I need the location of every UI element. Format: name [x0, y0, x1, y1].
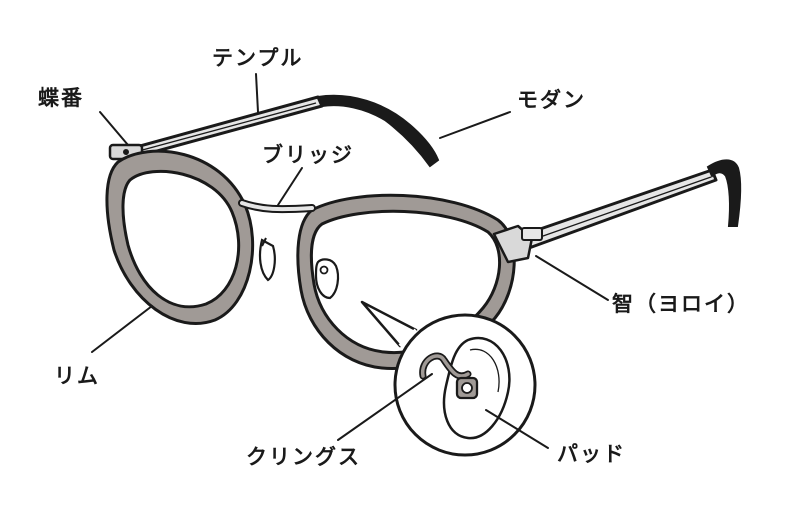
leader-temple	[255, 73, 259, 113]
bridge	[238, 199, 316, 214]
label-clings: クリングス	[246, 445, 361, 469]
back-nose-pad	[258, 237, 276, 282]
leader-yoroi	[535, 255, 609, 301]
front-temple	[512, 168, 718, 254]
leader-bridge	[277, 167, 303, 206]
leader-rim	[91, 305, 153, 353]
leader-lines	[91, 73, 609, 449]
label-bridge: ブリッジ	[262, 143, 354, 167]
label-yoroi: 智（ヨロイ）	[612, 292, 750, 316]
leader-pad	[485, 409, 549, 449]
label-rim: リム	[54, 364, 100, 388]
endpiece	[492, 224, 543, 264]
leader-hinge	[99, 111, 129, 146]
label-hinge: 蝶番	[38, 86, 84, 110]
label-modern: モダン	[517, 88, 586, 112]
back-modern-tip	[316, 94, 440, 168]
left-rim	[105, 149, 255, 325]
leader-modern	[439, 111, 511, 139]
label-pad: パッド	[557, 442, 626, 466]
zoom-circle	[393, 313, 537, 457]
leader-clings	[337, 373, 433, 441]
front-nose-pad	[314, 258, 340, 300]
label-temple: テンプル	[212, 46, 304, 70]
front-modern-tip	[706, 159, 742, 227]
